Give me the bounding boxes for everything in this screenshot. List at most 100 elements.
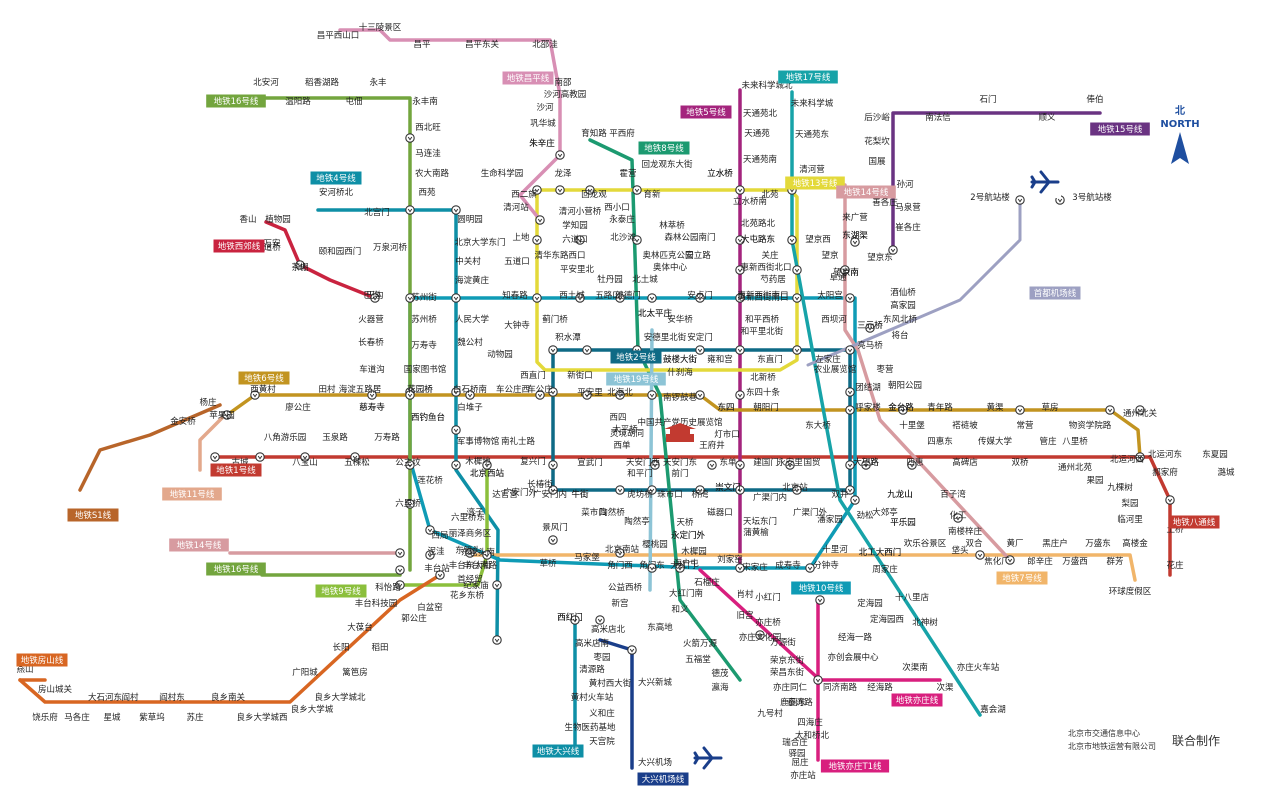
station-label: 平安里 xyxy=(577,387,603,398)
station-label: 动物园 xyxy=(487,349,513,360)
interchange-icon xyxy=(814,676,822,684)
line-badge-text: 地铁昌平线 xyxy=(507,73,550,84)
station-label: 万寿路 xyxy=(374,432,400,443)
station-label: 南邵 xyxy=(554,77,572,88)
line-badge-lbt: 地铁八通线 xyxy=(1169,516,1220,529)
line-badge-lyz: 地铁亦庄线 xyxy=(892,694,943,707)
station-label: 团结湖 xyxy=(855,382,881,393)
station-label: 草桥 xyxy=(539,558,557,569)
station-label: 六道口 xyxy=(562,234,588,245)
station-label: 劲松 xyxy=(856,510,874,521)
station-label: 石榴庄 xyxy=(694,577,720,588)
station-label: 国家图书馆 xyxy=(404,364,447,375)
station-label: 稻田 xyxy=(371,642,388,653)
station-label: 安贞门 xyxy=(687,290,713,301)
station-label: 南楼梓庄 xyxy=(948,526,983,537)
station-label: 左家庄 xyxy=(815,354,841,365)
station-label: 回龙观 xyxy=(581,189,607,200)
station-label: 临河里 xyxy=(1117,514,1143,525)
interchange-icon xyxy=(788,236,796,244)
line-lfs xyxy=(20,575,440,702)
interchange-icon xyxy=(583,346,591,354)
interchange-icon xyxy=(536,216,544,224)
airport-icon xyxy=(1029,166,1061,198)
line-badge-text: 地铁八通线 xyxy=(1173,517,1216,528)
station-label: 望京西 xyxy=(805,234,831,245)
credit-joint: 联合制作 xyxy=(1172,732,1220,749)
station-label: 惠新西街北口 xyxy=(740,262,791,273)
station-label: 双合 xyxy=(965,538,983,549)
station-label: 白堆子 xyxy=(457,402,483,413)
station-label: 清河营 xyxy=(799,164,825,175)
line-badge-text: 地铁亦庄线 xyxy=(896,695,939,706)
station-label: 太阳宫 xyxy=(817,290,843,301)
interchange-icon xyxy=(493,636,501,644)
station-label: 东大桥 xyxy=(805,420,831,431)
station-label: 丰台科技园 xyxy=(355,598,398,609)
line-badge-text: 地铁10号线 xyxy=(799,583,844,594)
station-label: 白盆窑 xyxy=(417,602,443,613)
station-label: 南法信 xyxy=(925,112,951,123)
interchange-icon xyxy=(708,461,716,469)
interchange-icon xyxy=(736,391,744,399)
station-label: 良乡南关 xyxy=(211,692,246,703)
station-label: 玉泉路 xyxy=(322,432,348,443)
station-label: 长春桥 xyxy=(358,337,384,348)
station-label: 花园桥 xyxy=(407,384,433,395)
station-label: 高米店南 xyxy=(575,638,609,649)
line-badge-lyf: 地铁亦庄T1线 xyxy=(821,760,889,773)
line-badge-text: 地铁19号线 xyxy=(614,374,659,385)
station-label: 北宫门 xyxy=(364,207,390,218)
line-badge-text: 大兴机场线 xyxy=(642,774,685,785)
station-label: 东直门 xyxy=(757,354,783,365)
station-label: 苏庄 xyxy=(186,712,204,723)
station-label: 北京大学东门 xyxy=(454,237,505,248)
station-label: 陶然亭 xyxy=(624,516,650,527)
station-label: 安德里北街 xyxy=(644,332,687,343)
station-label: 西小口 xyxy=(604,202,630,213)
interchange-icon xyxy=(396,549,404,557)
interchange-icon xyxy=(648,294,656,302)
station-label: 朱辛庄 xyxy=(529,138,555,149)
line-l13 xyxy=(537,190,797,370)
station-labels: 十三陵景区昌平西山口昌平昌平东关北邵洼南邵沙河高教园沙河巩华城朱辛庄生命科学园龙… xyxy=(16,22,1235,781)
station-label: 植物园 xyxy=(265,214,291,225)
station-label: 群芳 xyxy=(1106,556,1123,567)
station-label: 五棵松 xyxy=(344,457,370,468)
station-label: 马连洼 xyxy=(415,148,441,159)
station-label: 草房 xyxy=(1041,402,1058,413)
station-label: 环球度假区 xyxy=(1109,586,1152,597)
station-label: 酒仙桥 xyxy=(890,287,916,298)
station-label: 清河小营桥 xyxy=(559,206,602,217)
interchange-icon xyxy=(1106,406,1114,414)
station-label: 梨园 xyxy=(1121,498,1138,509)
station-label: 亦庄桥 xyxy=(755,617,781,628)
station-label: 新街口 xyxy=(567,370,593,381)
interchange-icon xyxy=(1166,496,1174,504)
station-label: 西四 xyxy=(609,413,626,423)
interchange-icon xyxy=(976,551,984,559)
line-badge-text: 地铁9号线 xyxy=(321,586,361,597)
station-label: 圆明园 xyxy=(457,215,483,225)
line-badge-text: 地铁2号线 xyxy=(616,352,656,363)
station-label: 蓟门桥 xyxy=(542,314,568,325)
station-label: 天通苑 xyxy=(744,128,770,139)
line-badge-text: 地铁7号线 xyxy=(1002,573,1042,584)
line-badge-l8: 地铁8号线 xyxy=(639,142,690,155)
station-label: 育知路 xyxy=(581,128,607,139)
station-label: 刘家窑 xyxy=(717,554,743,565)
line-badge-text: 地铁17号线 xyxy=(786,72,831,83)
station-label: 泰河路 xyxy=(787,697,813,708)
station-label: 雍和宫 xyxy=(707,354,733,365)
station-label: 平安里北 xyxy=(560,264,595,275)
station-label: 灯市口 xyxy=(714,429,740,440)
station-label: 东四十条 xyxy=(746,387,781,398)
interchange-icon xyxy=(628,646,636,654)
station-label: 天通苑南 xyxy=(743,154,777,165)
station-label: 奥体中心 xyxy=(653,262,688,273)
station-label: 魏公村 xyxy=(457,337,483,348)
line-badge-text: 地铁16号线 xyxy=(214,564,259,575)
station-label: 来广营 xyxy=(842,212,868,223)
station-label: 金台路 xyxy=(888,402,914,413)
